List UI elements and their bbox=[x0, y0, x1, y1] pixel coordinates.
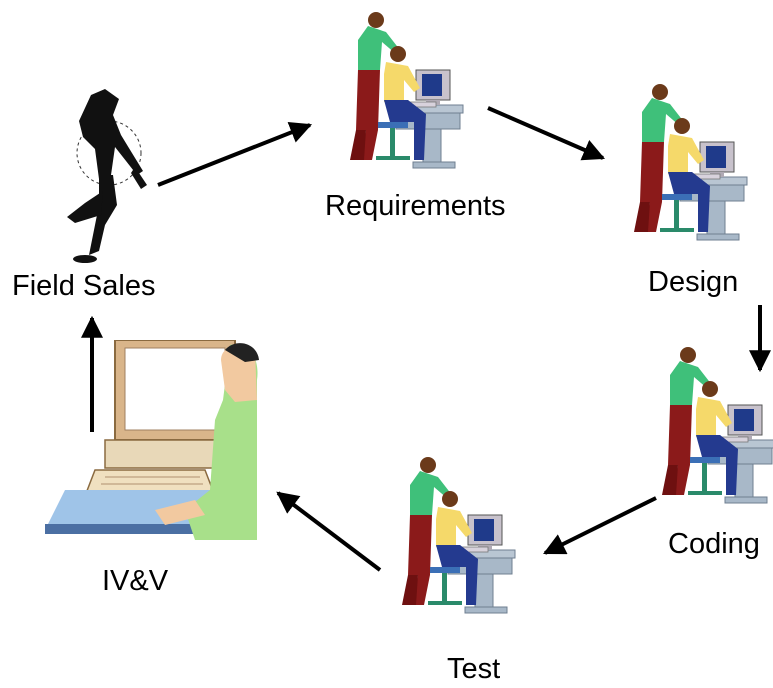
computer-user-icon bbox=[45, 340, 260, 540]
arrow-test-to-ivv bbox=[276, 491, 382, 572]
node-label-requirements: Requirements bbox=[325, 190, 506, 222]
node-label-test: Test bbox=[447, 653, 501, 685]
arrow-coding-to-test bbox=[543, 496, 657, 555]
workstation-team-icon bbox=[380, 455, 520, 615]
arrow-requirements-to-design bbox=[487, 106, 606, 161]
node-label-field-sales: Field Sales bbox=[12, 270, 156, 302]
workstation-team-icon bbox=[328, 10, 468, 170]
node-label-coding: Coding bbox=[668, 528, 760, 560]
salesman-icon bbox=[55, 75, 155, 265]
node-label-design: Design bbox=[648, 266, 739, 298]
arrow-field-sales-to-requirements bbox=[157, 122, 313, 187]
node-label-ivv: IV&V bbox=[102, 565, 169, 597]
workstation-team-icon bbox=[640, 345, 773, 505]
workstation-team-icon bbox=[612, 82, 752, 242]
